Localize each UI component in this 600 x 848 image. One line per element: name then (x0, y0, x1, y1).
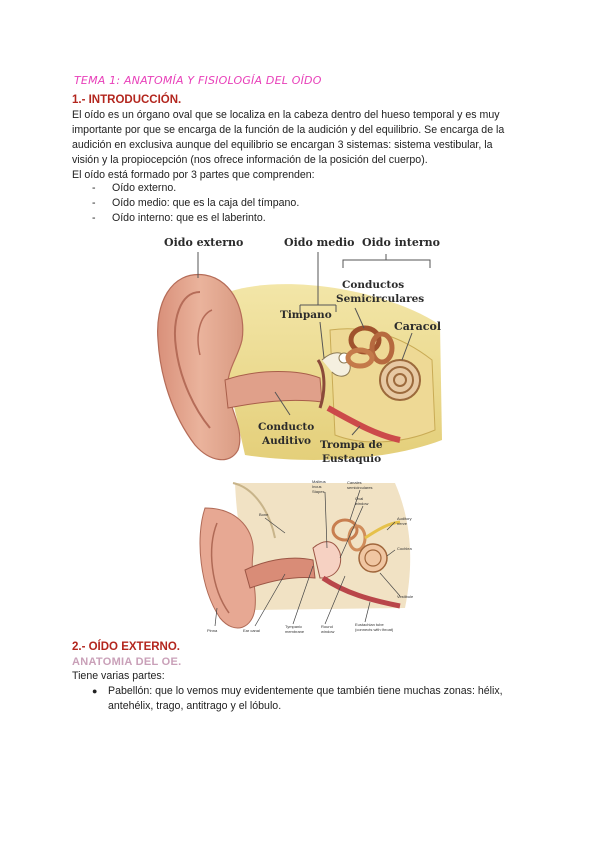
cochlea-shape (358, 543, 388, 573)
label-eustaquio: Eustaquio (322, 453, 381, 465)
subsection-heading-anatomia: ANATOMIA DEL OE. (72, 656, 182, 668)
label-eustachian-tube: Eustachian tube (355, 622, 384, 627)
list-item-text: Oído medio: que es la caja del tímpano. (112, 197, 300, 209)
list-item-text: Oído interno: que es el laberinto. (112, 212, 266, 224)
section-heading-oido-externo: 2.- OÍDO EXTERNO. (72, 641, 180, 653)
semicircular-canal-3 (345, 347, 375, 369)
list-item: - Oído externo. (92, 181, 299, 196)
list-item-text: Pabellón: que lo vemos muy evidentemente… (108, 684, 503, 714)
label-bone: Bone (259, 512, 269, 517)
list-item-line: Pabellón: que lo vemos muy evidentemente… (108, 685, 503, 697)
paragraph-line: Tiene varias partes: (72, 670, 165, 682)
paragraph-line: audición en exclusiva aunque del equilib… (72, 139, 493, 151)
eustachian-tube-shape (326, 405, 401, 443)
section-heading-introduccion: 1.- INTRODUCCIÓN. (72, 94, 182, 106)
ear-canal-shape (244, 557, 316, 589)
ear-anatomy-illustration: Oido externo Oido medio Oido interno Con… (150, 230, 450, 476)
label-incus: Incus (312, 484, 322, 489)
paragraph-line: visión y la propiocepción (nos ofrece in… (72, 154, 428, 166)
label-nerve: nerve (397, 521, 408, 526)
label-caracol: Caracol (394, 320, 441, 333)
section2-intro: Tiene varias partes: (72, 669, 532, 684)
label-ear-canal: Ear canal (243, 628, 260, 633)
list-item: - Oído medio: que es la caja del tímpano. (92, 196, 299, 211)
label-round-window: window (321, 629, 334, 634)
label-pinna: Pinna (207, 628, 218, 633)
label-oido-externo: Oido externo (164, 236, 243, 249)
label-trompa-de: Trompa de (320, 439, 383, 451)
label-semicirculares: Semicirculares (336, 293, 424, 305)
label-oval: Oval (355, 496, 363, 501)
label-cochlea: Cochlea (397, 546, 412, 551)
label-canales: Canales (347, 480, 362, 485)
label-malleus: Malleus (312, 479, 326, 484)
paragraph-line: importante por que se encarga de la func… (72, 124, 505, 136)
list-item-text: Oído externo. (112, 182, 177, 194)
label-vestibule: Vestibule (397, 594, 414, 599)
semicircular-canal-shape (331, 518, 359, 542)
label-conductos: Conductos (342, 279, 404, 291)
label-tympanic: Tympanic (285, 624, 302, 629)
dash-marker: - (92, 212, 96, 224)
label-auditivo: Auditivo (261, 435, 311, 447)
label-membrane: membrane (285, 629, 305, 634)
semicircular-canal-2 (369, 331, 395, 365)
pinna-shape (157, 273, 244, 461)
tympanum-shape (316, 359, 326, 409)
ear-cross-section-illustration: Malleus Incus Stapes Canales semicircula… (195, 478, 435, 638)
cochlea-shape (379, 359, 421, 401)
list-item: ● Pabellón: que lo vemos muy evidentemen… (92, 684, 503, 714)
dash-marker: - (92, 197, 96, 209)
dash-marker: - (92, 182, 96, 194)
paragraph-line: El oído está formado por 3 partes que co… (72, 169, 315, 181)
label-oido-interno: Oido interno (362, 236, 440, 249)
label-timpano: Timpano (280, 309, 332, 321)
paragraph-line: El oído es un órgano oval que se localiz… (72, 109, 500, 121)
label-conducto: Conducto (258, 421, 314, 433)
list-item: - Oído interno: que es el laberinto. (92, 211, 299, 226)
pinna-shape (199, 507, 256, 629)
label-oval-window: window (355, 501, 368, 506)
eustachian-tube-shape (321, 575, 401, 609)
page-title: TEMA 1: ANATOMÍA Y FISIOLOGÍA DEL OÍDO (74, 74, 322, 87)
bullet-marker: ● (92, 686, 98, 696)
intro-paragraph: El oído es un órgano oval que se localiz… (72, 108, 532, 183)
label-auditory: Auditory (397, 516, 412, 521)
label-stapes: Stapes (312, 489, 324, 494)
label-connects-with-throat: (connects with throat) (355, 627, 394, 632)
label-semicirculares: semicirculares (347, 485, 373, 490)
list-item-line: antehélix, trago, antitrago y el lóbulo. (108, 700, 282, 712)
ear-parts-list: - Oído externo. - Oído medio: que es la ca… (92, 181, 299, 226)
external-ear-parts-list: ● Pabellón: que lo vemos muy evidentemen… (92, 684, 503, 714)
label-oido-medio: Oido medio (284, 236, 354, 249)
label-round: Round (321, 624, 333, 629)
